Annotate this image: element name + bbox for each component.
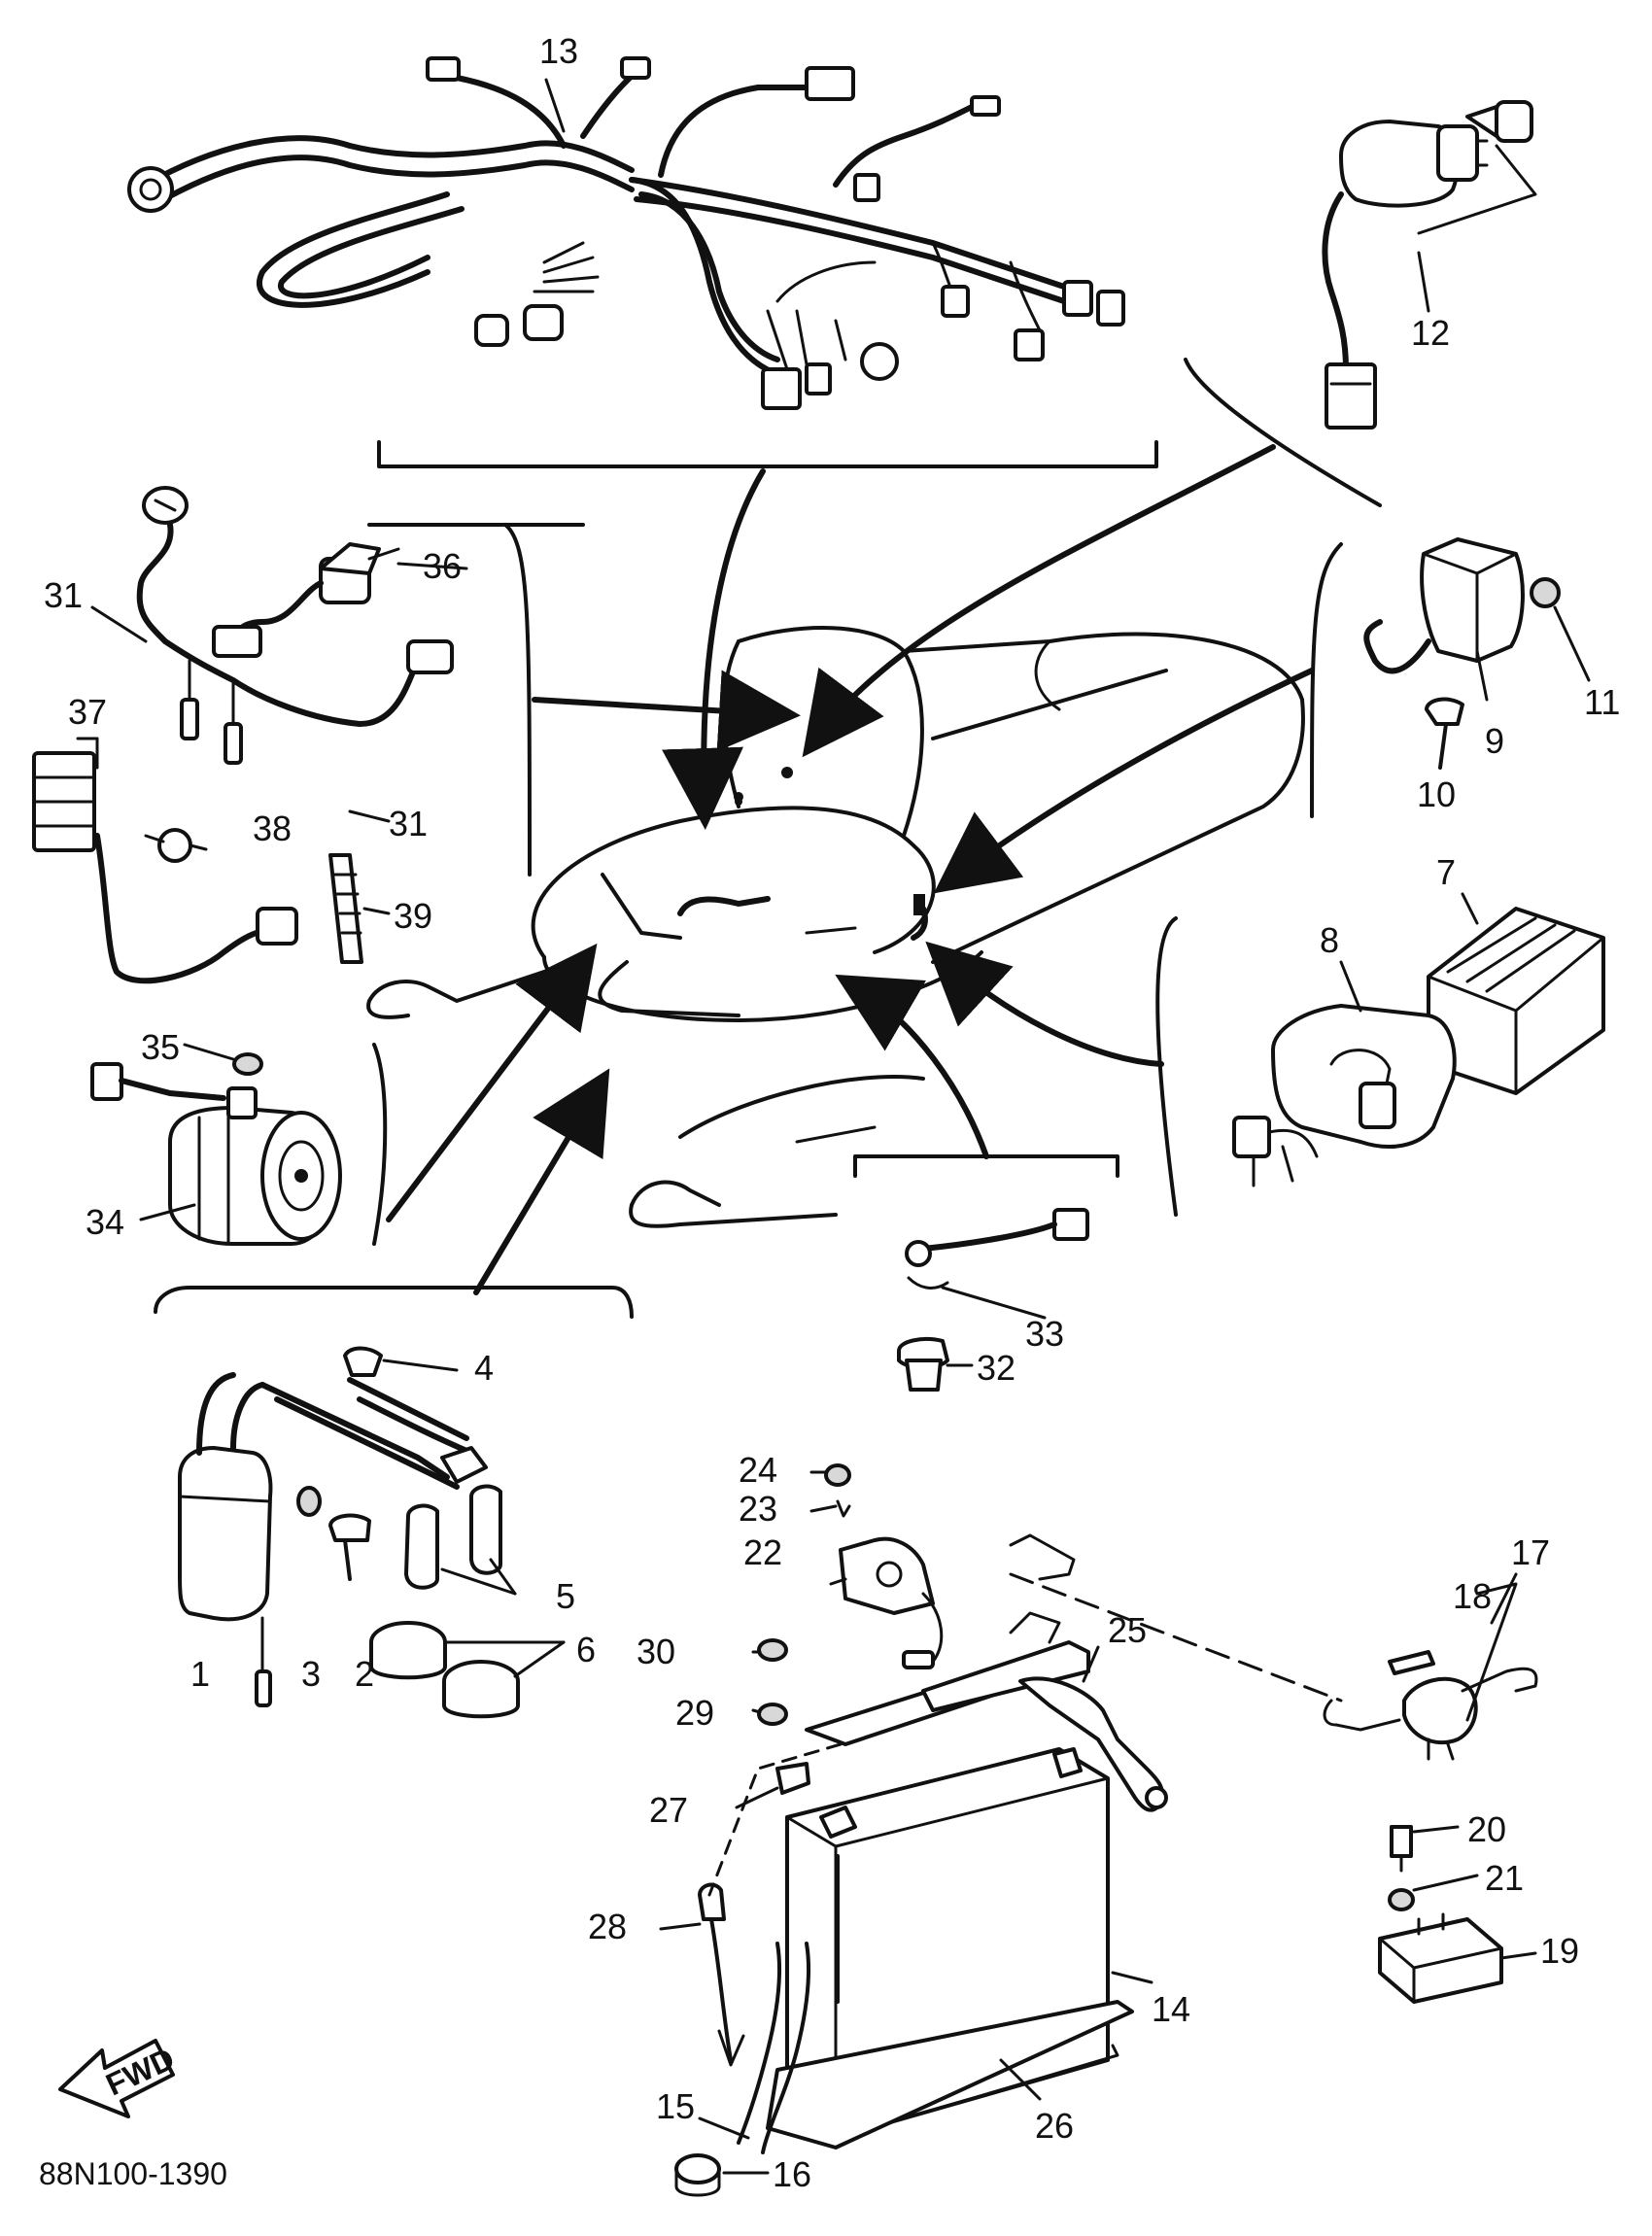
callout-39: 39: [394, 896, 432, 936]
callout-24: 24: [739, 1450, 777, 1490]
callout-11: 11: [1584, 682, 1620, 722]
callout-29: 29: [675, 1693, 714, 1733]
callout-30: 30: [637, 1632, 675, 1671]
callout-23: 23: [739, 1489, 777, 1529]
diagram-code: 88N100-1390: [39, 2156, 227, 2191]
callout-14: 14: [1152, 1989, 1190, 2029]
regulator-cdi: [1232, 907, 1605, 1187]
callout-27: 27: [649, 1790, 688, 1830]
callout-21: 21: [1485, 1858, 1524, 1898]
thermo-switch: [897, 1208, 1089, 1392]
main-switch: [1322, 100, 1537, 430]
callout-18: 18: [1453, 1576, 1492, 1616]
callout-6: 6: [576, 1630, 596, 1669]
callout-31a: 31: [44, 575, 83, 615]
snowmobile-body: [366, 626, 1305, 1228]
starter-motor: [90, 1052, 342, 1246]
callout-25: 25: [1108, 1610, 1147, 1650]
callout-34: 34: [86, 1202, 124, 1242]
callout-19: 19: [1540, 1931, 1579, 1971]
callout-16: 16: [773, 2154, 811, 2194]
callout-32: 32: [977, 1348, 1015, 1388]
callout-35: 35: [141, 1027, 180, 1067]
callout-5: 5: [556, 1576, 575, 1616]
callout-17: 17: [1511, 1532, 1550, 1572]
callout-22: 22: [743, 1532, 782, 1572]
group-brackets: [154, 358, 1382, 1319]
callout-leaders: [90, 78, 1591, 2175]
callout-12: 12: [1411, 313, 1450, 353]
callout-15: 15: [656, 2086, 695, 2126]
assembly-leaders: [386, 444, 1315, 1295]
callout-7: 7: [1436, 852, 1456, 892]
callout-37: 37: [68, 692, 107, 732]
ignition-coil: [178, 1346, 520, 1719]
callout-labels: 1 2 3 4 5 6 7 8 9 10 11 12 13 14 15 16 1…: [44, 31, 1620, 2194]
callout-2: 2: [355, 1654, 374, 1694]
callout-20: 20: [1467, 1809, 1506, 1849]
callout-4: 4: [474, 1348, 494, 1388]
wire-harness: [127, 56, 1125, 410]
switch-subassembly: [32, 486, 585, 984]
fwd-arrow: FWD: [58, 2039, 180, 2118]
callout-9: 9: [1485, 721, 1504, 761]
callout-13: 13: [539, 31, 578, 71]
battery-assembly: [674, 1463, 1343, 2197]
callout-8: 8: [1320, 920, 1339, 960]
callout-26: 26: [1035, 2106, 1074, 2146]
callout-38: 38: [253, 808, 292, 848]
callout-36: 36: [423, 546, 462, 586]
callout-33: 33: [1025, 1314, 1064, 1354]
relay-fuse-group: [1323, 1582, 1538, 2004]
callout-10: 10: [1417, 774, 1456, 814]
callout-28: 28: [588, 1907, 627, 1946]
resistor-unit: [1363, 537, 1561, 770]
callout-1: 1: [190, 1654, 210, 1694]
callout-3: 3: [301, 1654, 321, 1694]
callout-31b: 31: [389, 804, 428, 843]
